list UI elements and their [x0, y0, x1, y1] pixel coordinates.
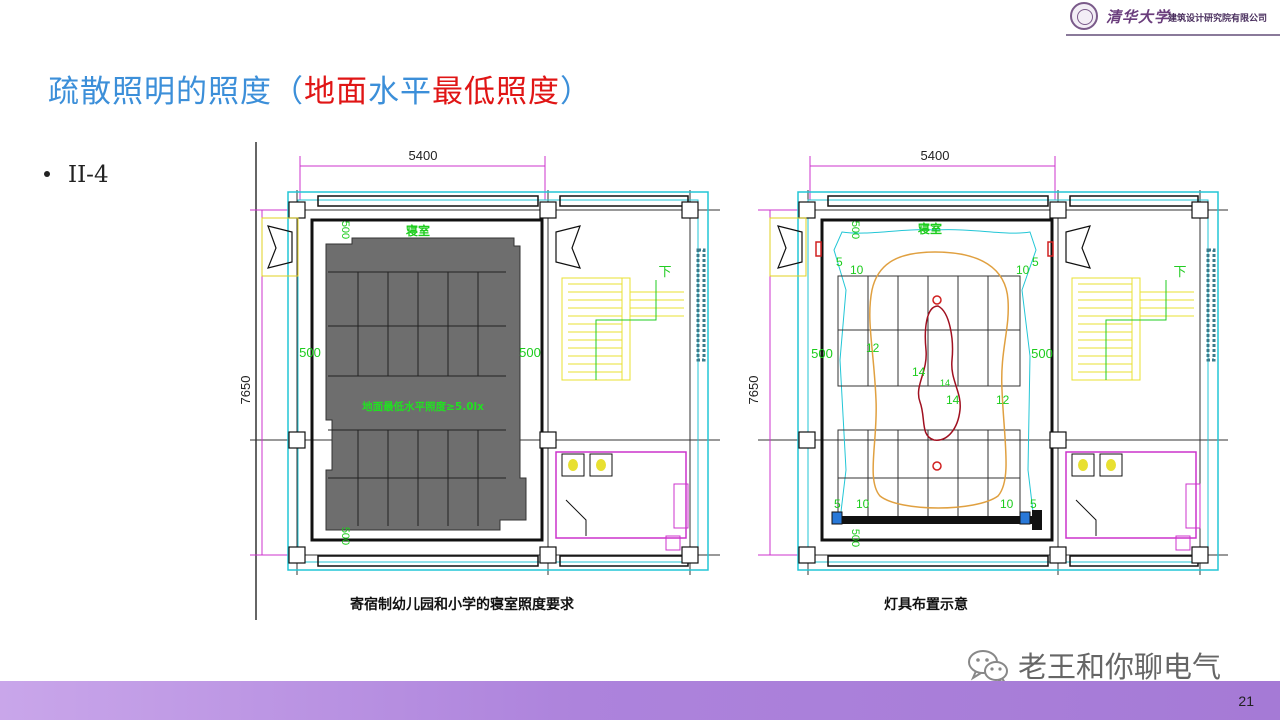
- contour-label-5-bl: 5: [834, 497, 841, 511]
- bullet-text: II-4: [68, 162, 109, 188]
- watermark-text: 老王和你聊电气: [1018, 652, 1222, 684]
- left-plan-caption: 寄宿制幼儿园和小学的寝室照度要求: [350, 596, 574, 612]
- right-width-dim: 5400: [921, 148, 950, 163]
- contour-label-12-l: 12: [866, 341, 880, 355]
- left-dim-500-left: 500: [299, 345, 321, 360]
- floor-plans-drawing: 5400 7650: [238, 142, 1228, 620]
- right-dim-500-left: 500: [811, 346, 833, 361]
- right-floor-plan: 5400 7650: [746, 148, 1228, 575]
- watermark: 老王和你聊电气: [966, 644, 1221, 686]
- left-stair-label: 下: [658, 265, 671, 280]
- right-height-dim: 7650: [746, 376, 761, 405]
- left-width-dim: 5400: [409, 148, 438, 163]
- left-dim-500-right: 500: [519, 345, 541, 360]
- contour-label-10-tr: 10: [1016, 263, 1030, 277]
- logo-name: 清华大学: [1106, 8, 1171, 26]
- left-dim-500-top: 500: [339, 221, 351, 239]
- bullet-dot-icon: [44, 171, 50, 177]
- right-dim-500-bottom: 500: [849, 529, 861, 547]
- slide-title: 疏散照明的照度（地面水平最低照度）: [48, 66, 592, 111]
- contour-label-5-br: 5: [1030, 497, 1037, 511]
- left-illuminance-note: 地面最低水平照度≥5.0lx: [362, 400, 484, 413]
- title-part-1: 疏散照明的照度（: [48, 74, 304, 110]
- wechat-icon: [968, 650, 1008, 685]
- contour-label-5-tr: 5: [1032, 255, 1039, 269]
- title-part-3: 水平: [368, 74, 432, 110]
- title-part-4: 最低照度: [432, 74, 560, 110]
- title-part-2: 地面: [304, 74, 368, 110]
- contour-label-14-c: 14: [946, 393, 960, 407]
- right-plan-caption: 灯具布置示意: [884, 596, 968, 612]
- left-height-dim: 7650: [238, 376, 253, 405]
- title-part-5: ）: [560, 74, 592, 110]
- contour-label-5-tl: 5: [836, 255, 843, 269]
- contour-label-10-bl: 10: [856, 497, 870, 511]
- right-room-label: 寝室: [918, 221, 942, 236]
- logo-subtitle: 建筑设计研究院有限公司: [1168, 13, 1268, 23]
- left-room-label: 寝室: [406, 223, 430, 238]
- contour-label-12-r: 12: [996, 393, 1010, 407]
- contour-label-10-br: 10: [1000, 497, 1014, 511]
- contour-label-14-b: 14: [940, 378, 950, 388]
- left-floor-plan: 5400 7650: [238, 148, 720, 575]
- footer-bar: 21: [0, 681, 1280, 720]
- contour-label-10-tl: 10: [850, 263, 864, 277]
- university-seal-icon: [1070, 2, 1098, 30]
- right-dim-500-top: 500: [849, 221, 861, 239]
- page-number: 21: [1238, 693, 1254, 709]
- contour-label-14-a: 14: [912, 365, 926, 379]
- left-dim-500-bottom: 500: [339, 527, 351, 545]
- bullet-item: II-4: [44, 162, 109, 188]
- right-dim-500-right: 500: [1031, 346, 1053, 361]
- right-stair-label: 下: [1173, 265, 1186, 280]
- header-logo-bar: [1066, 0, 1280, 36]
